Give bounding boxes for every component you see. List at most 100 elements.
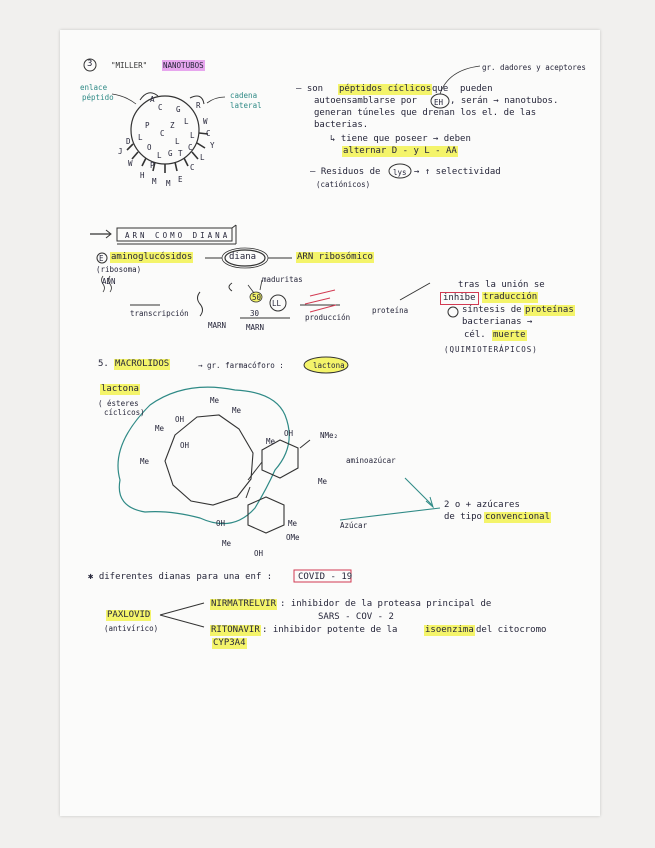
label-cadena: cadena [230, 91, 258, 100]
ring-letter: O [147, 143, 152, 152]
mol-label: Me [140, 457, 150, 466]
label-transcripcion: transcripción [130, 309, 189, 318]
ring-letter: L [184, 117, 189, 126]
section-title-arn: ARN COMO DIANA [125, 231, 231, 240]
label-azucar: Azúcar [340, 521, 368, 530]
label-30: 30 [250, 309, 260, 318]
bullet-text: , serán → nanotubos. [450, 96, 559, 106]
ring-letter: L [157, 151, 162, 160]
highlight-selectividad: → ↑ selectividad [414, 167, 501, 177]
ring-letter: L [200, 153, 205, 162]
ring-letter: C [158, 103, 163, 112]
label-ll: LL [272, 299, 282, 308]
mol-label: Me [232, 406, 242, 415]
highlight-paxlovid: PAXLOVID [106, 610, 152, 621]
circled-lys: lys [393, 168, 407, 177]
highlight-aminoglucosidos: aminoglucósidos [110, 252, 194, 263]
highlight-lactona: lactona [100, 384, 140, 395]
note-cationicos: (catiónicos) [316, 180, 371, 189]
boxed-inhibe: inhibe [440, 292, 479, 305]
peptide-ring [130, 95, 200, 165]
label-proteina: proteína [372, 306, 409, 315]
ring-letter: P [145, 121, 150, 130]
ring-letter: A [150, 95, 155, 104]
mol-label: OH [175, 415, 185, 424]
note-sintesis: síntesis de [462, 305, 522, 315]
mol-label: OH [216, 519, 226, 528]
note-union: tras la unión se [458, 280, 545, 290]
note-sars-cov-2: SARS - COV - 2 [318, 612, 394, 622]
highlight-nirmatrelvir: NIRMATRELVIR [210, 599, 278, 610]
mol-label: Me [155, 424, 165, 433]
note-citocromo: del citocromo [476, 625, 547, 635]
bullet-text: bacterias. [314, 120, 369, 130]
section-number-5: 5. [98, 359, 109, 369]
label-enlace: enlace [80, 83, 108, 92]
label-enlace-peptido: péptido [82, 93, 114, 102]
circled-eh: EH [434, 98, 444, 107]
mol-label: Me [318, 477, 328, 486]
bullet-text: — Residuos de [310, 167, 381, 177]
ring-letter: L [138, 133, 143, 142]
highlight-traduccion: traducción [482, 292, 539, 303]
note-de-tipo: de tipo [444, 512, 482, 522]
ring-letter: J [118, 147, 123, 156]
highlight-cyp3a4: CYP3A4 [212, 638, 247, 649]
mol-label: Me [288, 519, 298, 528]
note-nirmatrelvir: : inhibidor de la proteasa principal de [280, 599, 492, 609]
label-adn: ADN [102, 277, 116, 286]
label-marn: MARN [208, 321, 227, 330]
mol-label: OH [254, 549, 264, 558]
highlight-peptidos: péptidos cíclicos [338, 84, 433, 95]
ring-letter: P [150, 161, 155, 170]
label-cadena-lateral: lateral [230, 101, 262, 110]
circled-e: E [99, 254, 104, 263]
highlight-arn-ribosomico: ARN ribosómico [296, 252, 374, 263]
note-ribosoma: (ribosoma) [96, 265, 142, 274]
note-antivirico: (antivírico) [104, 624, 159, 633]
ring-letter: E [178, 175, 183, 184]
highlight-macrolidos: MACROLIDOS [114, 359, 171, 370]
ring-letter: M [152, 177, 157, 186]
section-number: 3 [87, 59, 93, 69]
mol-label: OH [180, 441, 190, 450]
note-cel: cél. [464, 330, 486, 340]
note-ciclicos: cíclicos) [104, 408, 145, 417]
highlight-convencional: convencional [484, 512, 552, 523]
bullet-dianas: ✱ diferentes dianas para una enf : [88, 572, 273, 582]
ring-letter: M [166, 179, 171, 188]
section-title-nanotubos: NANOTUBOS [162, 60, 205, 71]
mol-label: Me [222, 539, 232, 548]
note-esteres: ( ésteres [98, 399, 139, 408]
ring-letter: C [160, 129, 165, 138]
label-50: 50 [252, 293, 262, 302]
mol-label: OMe [286, 533, 300, 542]
ring-letter: L [175, 137, 180, 146]
note-text: ↳ tiene que poseer → deben [330, 134, 471, 144]
bullet-text: generan túneles que drenan los el. de la… [314, 108, 537, 118]
circled-diana: diana [229, 252, 257, 262]
mol-label: Me [210, 396, 220, 405]
bullet-text: pueden [460, 84, 493, 94]
highlight-isoenzima: isoenzima [424, 625, 475, 636]
highlight-proteinas: proteínas [524, 305, 575, 316]
highlight-muerte: muerte [492, 330, 527, 341]
note-azucares: 2 o + azúcares [444, 500, 520, 510]
bullet-text: que [432, 84, 449, 94]
note-ritonavir: : inhibidor potente de la [262, 625, 398, 635]
highlight-alternar: alternar D - y L - AA [342, 146, 458, 157]
note-farmacoforo: → gr. farmacóforo : [198, 361, 284, 370]
note-quimioterapicos: (QUIMIOTERÁPICOS) [444, 345, 538, 354]
mol-label: OH [284, 429, 294, 438]
mol-label: NMe₂ [320, 431, 339, 440]
bullet-text: autoensamblarse por [314, 96, 417, 106]
ring-letter: C [188, 143, 193, 152]
ring-letter: G [168, 149, 173, 158]
ring-letter: G [176, 105, 181, 114]
ring-letter: W [203, 117, 208, 126]
label-marn-2: MARN [246, 323, 265, 332]
ring-letter: Y [210, 141, 215, 150]
ring-letter: L [190, 131, 195, 140]
label-aminoazucar: aminoazúcar [346, 456, 396, 465]
